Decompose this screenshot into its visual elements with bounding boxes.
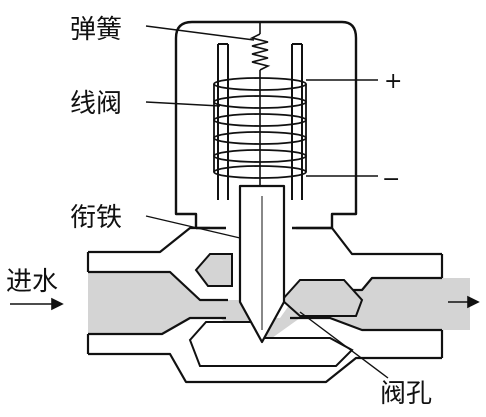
label-plus: + xyxy=(384,69,402,94)
coil-winding xyxy=(213,77,307,179)
label-spring: 弹簧 xyxy=(70,15,122,45)
leader-lines xyxy=(145,25,389,379)
valve-seat-upper xyxy=(194,253,233,287)
valve-seat-lower xyxy=(188,321,354,367)
label-orifice: 阀孔 xyxy=(380,379,432,409)
solenoid-housing xyxy=(174,20,358,230)
outlet-arrow-icon xyxy=(467,295,480,309)
electrical-leads xyxy=(306,79,378,177)
label-water-in: 进水 xyxy=(6,267,58,297)
valve-seat-right xyxy=(280,279,364,317)
label-coil: 线阀 xyxy=(70,89,122,119)
inlet-arrow-icon xyxy=(51,297,64,311)
flow-arrows xyxy=(10,295,480,311)
label-armature: 衔铁 xyxy=(70,203,122,233)
label-minus: − xyxy=(382,167,400,192)
